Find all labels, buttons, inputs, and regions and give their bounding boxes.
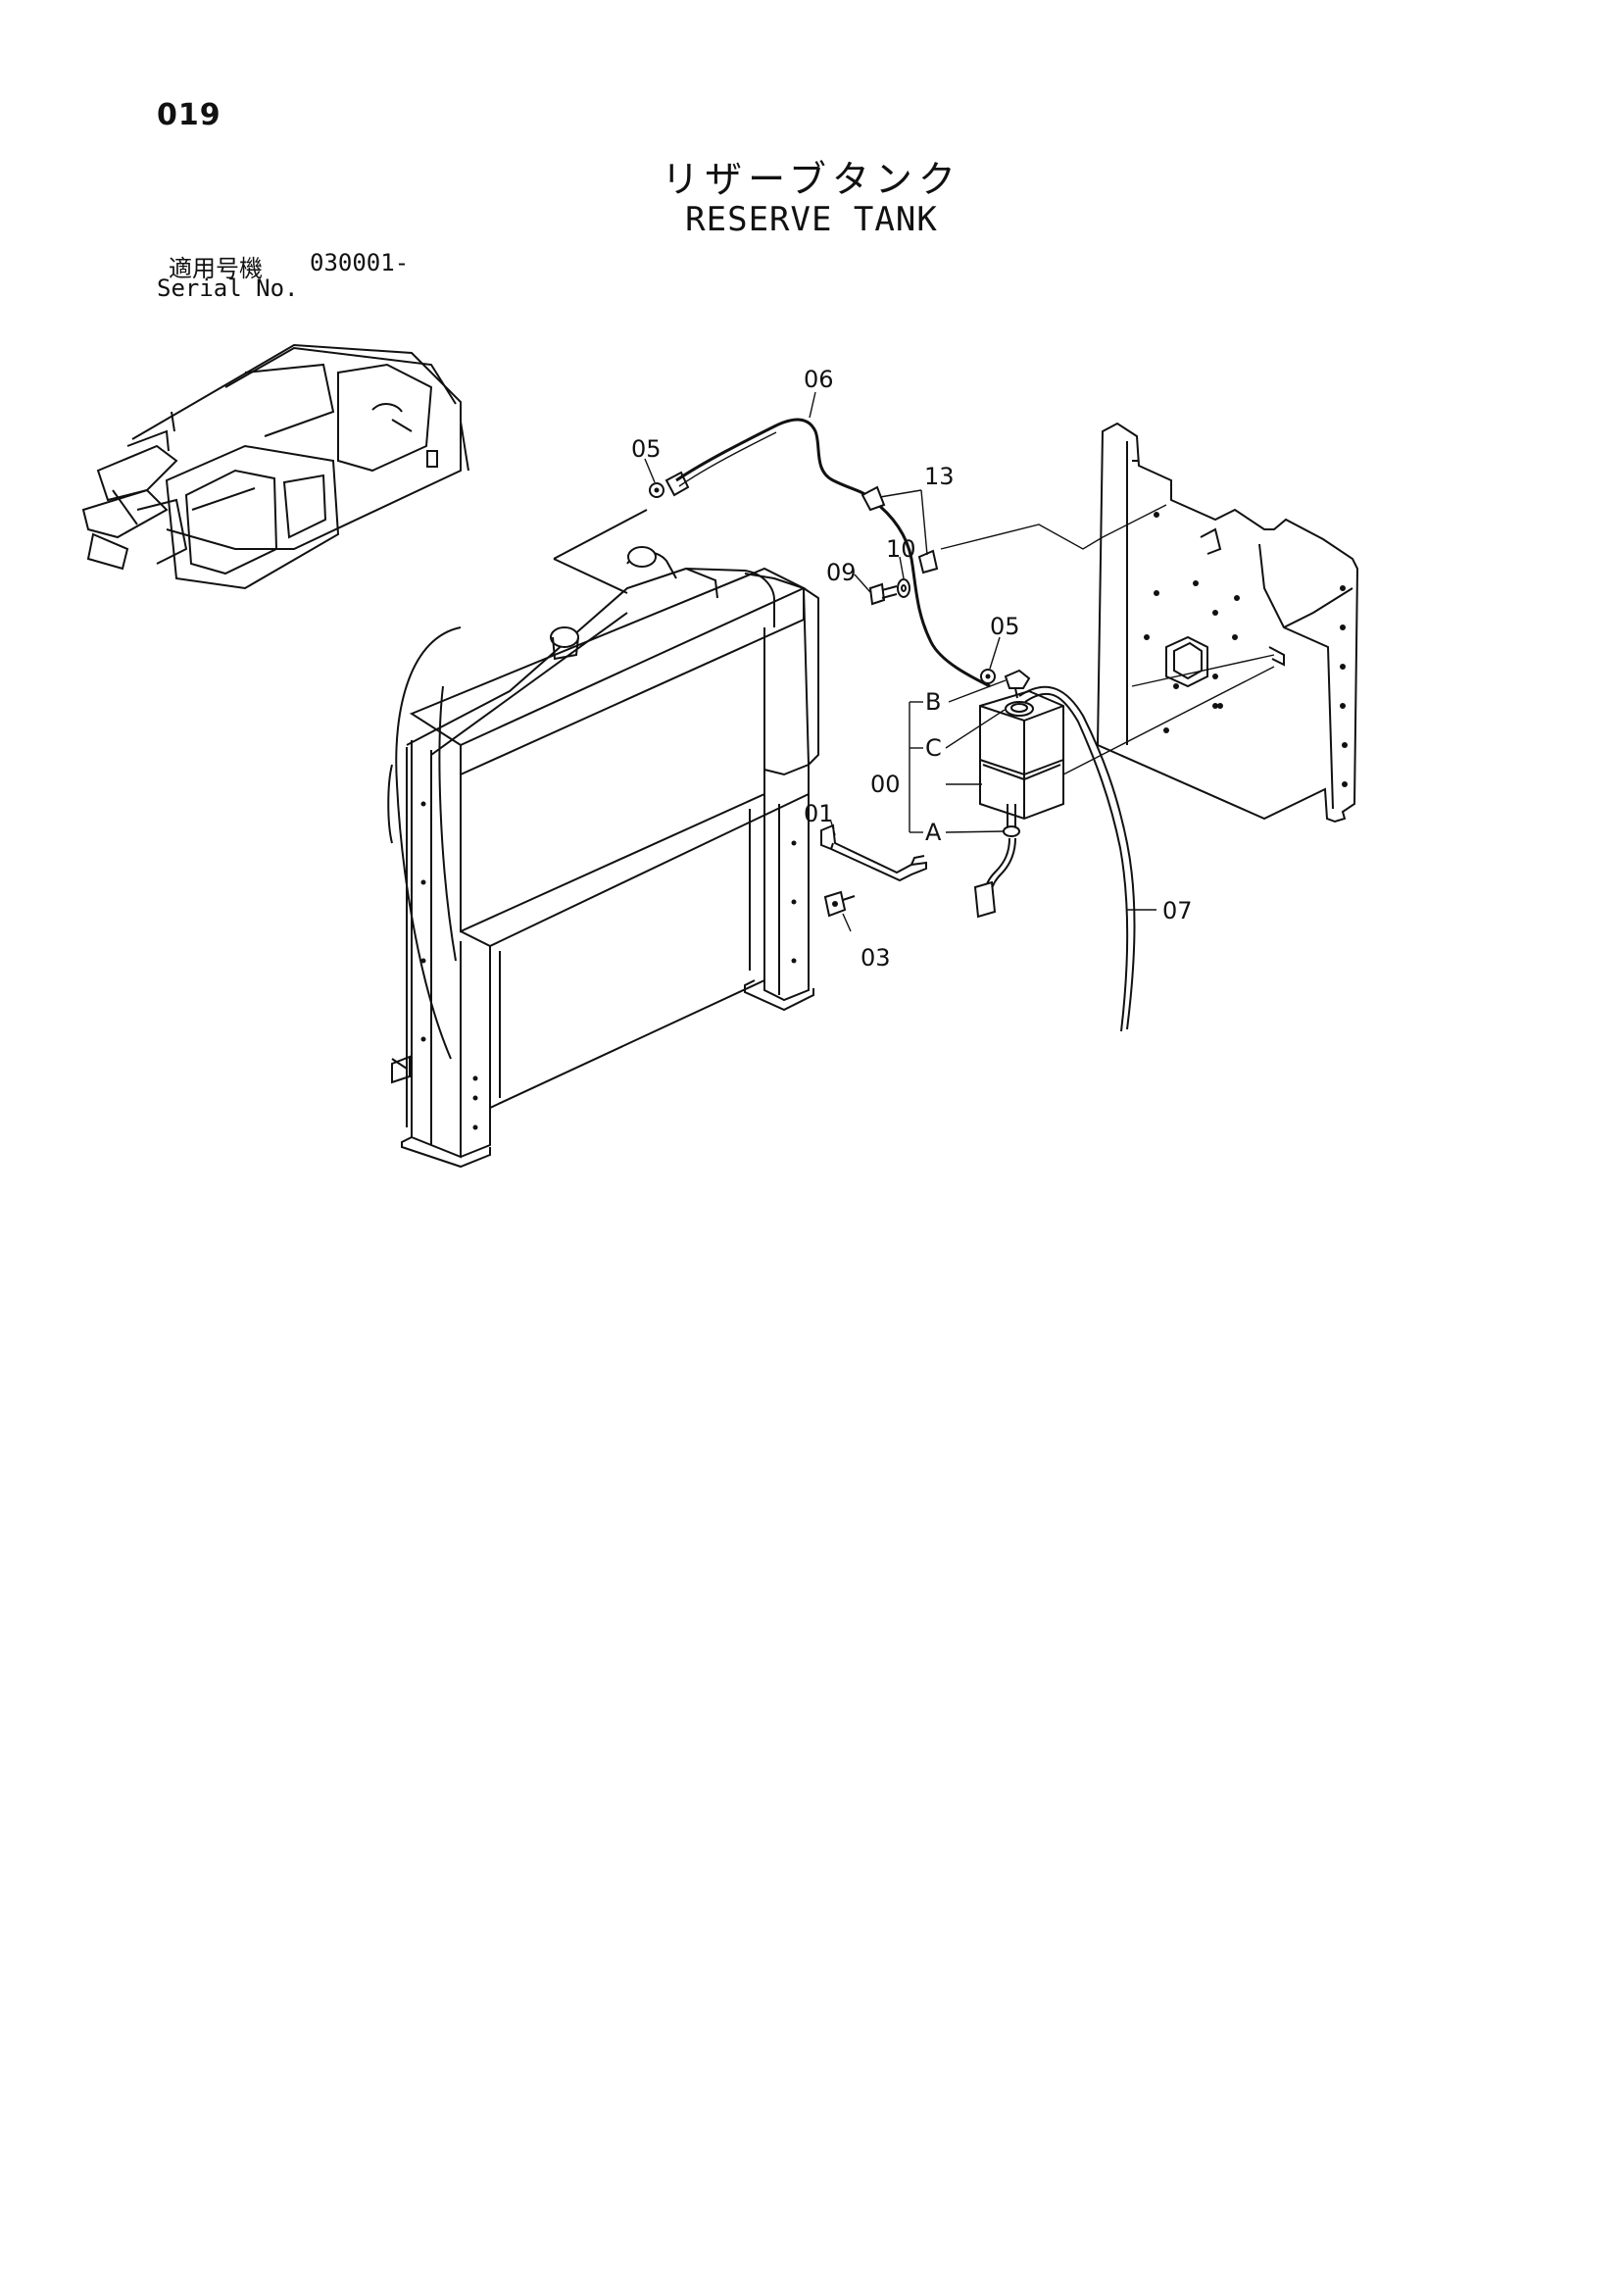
machine-overview-illustration: [81, 343, 469, 590]
page-title-english: RESERVE TANK: [685, 200, 938, 239]
serial-label-english: Serial No.: [157, 275, 299, 302]
serial-number-range: 030001-: [310, 249, 410, 276]
callout-b: B: [925, 688, 941, 716]
radiator-assembly-illustration: [387, 509, 819, 1169]
callout-06: 06: [804, 366, 834, 393]
callout-01: 01: [804, 800, 834, 827]
callout-a: A: [925, 819, 942, 846]
page-title-japanese: リザーブタンク: [662, 158, 961, 201]
exploded-parts-diagram: 06 05 13 09 10 05 B C 00 01 A 07 03: [81, 343, 1359, 1169]
hose-clamp-05-top: [649, 482, 664, 498]
reserve-tank-00: [973, 669, 1064, 919]
callout-c: C: [925, 734, 942, 762]
callout-00: 00: [870, 771, 901, 798]
side-panel-illustration: [1096, 422, 1359, 824]
washer-10: [897, 578, 910, 598]
callout-03: 03: [861, 944, 891, 972]
callout-13: 13: [924, 463, 955, 490]
bolt-03: [823, 890, 856, 918]
bolt-09: [868, 582, 898, 606]
drain-hose-07: [1018, 685, 1136, 1032]
tank-bracket-01: [820, 824, 927, 882]
callout-labels: 06 05 13 09 10 05 B C 00 01 A 07 03: [631, 366, 1193, 972]
callout-09: 09: [826, 559, 857, 586]
hose-clamp-05-mid: [980, 669, 996, 684]
callout-05-top: 05: [631, 435, 662, 463]
overflow-hose-06: [664, 418, 991, 688]
callout-07: 07: [1162, 897, 1193, 924]
serial-label-japanese: 適用号機: [169, 255, 263, 282]
callout-05-mid: 05: [990, 613, 1020, 640]
page-number: 019: [157, 98, 221, 132]
leader-lines: [644, 391, 1275, 932]
callout-10: 10: [886, 535, 916, 563]
hose-clip-13: [861, 485, 939, 574]
